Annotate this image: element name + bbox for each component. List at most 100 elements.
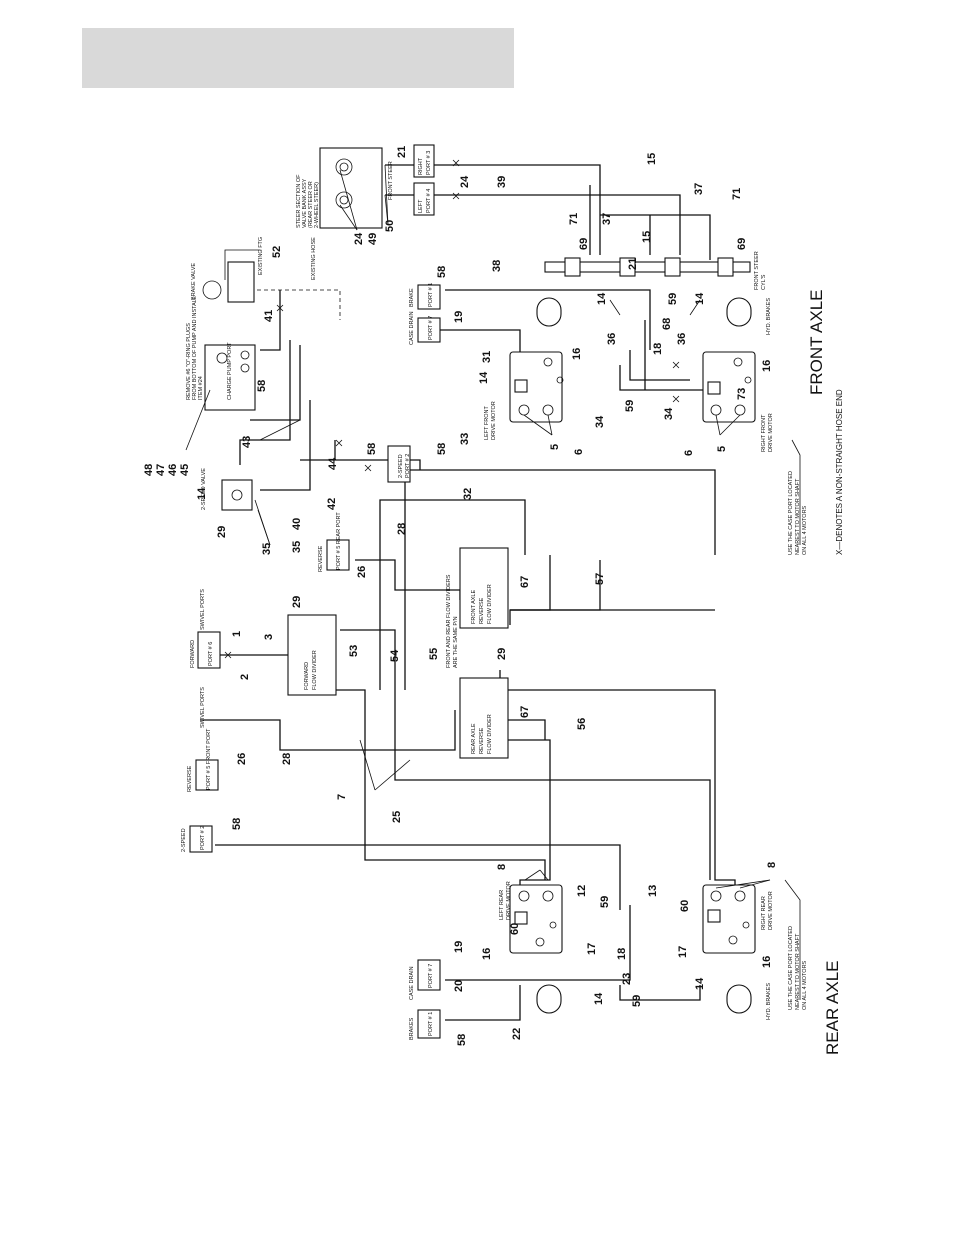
callout-24b: 24 xyxy=(459,175,471,188)
left-front-motor-2: DRIVE MOTOR xyxy=(491,401,497,440)
left-steer-title: LEFT xyxy=(418,199,424,213)
callout-69b: 69 xyxy=(736,238,748,250)
callout-22: 22 xyxy=(511,1028,523,1040)
two-speed-valve-label: 2-SPEED VALVE xyxy=(201,468,207,510)
case-drain-rear-title: CASE DRAIN xyxy=(409,966,415,1000)
forward-title: FORWARD xyxy=(190,640,196,668)
brakes-rear-title: BRAKES xyxy=(409,1017,415,1040)
callout-19a: 19 xyxy=(453,311,465,323)
callout-37a: 37 xyxy=(601,213,613,225)
callout-6a: 6 xyxy=(573,449,585,455)
brakes-rear-port: PORT # 1 xyxy=(428,1012,434,1036)
callout-71a: 71 xyxy=(568,213,580,225)
rear-divider-line-1: REAR AXLE xyxy=(471,723,477,754)
x-denotes-note: X—DENOTES A NON-STRAIGHT HOSE END xyxy=(835,389,844,555)
callout-31: 31 xyxy=(481,351,493,363)
callout-58b: 58 xyxy=(256,380,268,392)
callout-67a: 67 xyxy=(519,576,531,588)
two-speed-rear-title: 2-SPEED xyxy=(181,828,187,852)
callout-36a: 36 xyxy=(606,333,618,345)
case-drain-front-port: PORT # 7 xyxy=(428,316,434,340)
case-note-2-line-3: ON ALL 4 MOTORS xyxy=(802,960,808,1010)
callout-17b: 17 xyxy=(677,946,689,958)
rear-axle-label: REAR AXLE xyxy=(823,961,842,1056)
callout-50: 50 xyxy=(384,220,396,232)
case-note-1-line-3: ON ALL 4 MOTORS xyxy=(802,505,808,555)
callout-73: 73 xyxy=(736,388,748,400)
callout-16b: 16 xyxy=(761,360,773,372)
callout-35a: 35 xyxy=(261,543,273,555)
brake-valve-label: BRAKE VALVE xyxy=(191,263,197,300)
port-boxes xyxy=(189,144,441,1039)
callout-1: 1 xyxy=(231,631,243,637)
callout-49: 49 xyxy=(367,233,379,245)
front-steer-label: FRONT STEER xyxy=(388,161,394,200)
forward-port: PORT # 6 xyxy=(208,642,214,666)
case-note-2-line-1: USE THE CASE PORT LOCATED xyxy=(788,926,794,1010)
callout-37b: 37 xyxy=(693,183,705,195)
callout-16c: 16 xyxy=(481,948,493,960)
callout-58d: 58 xyxy=(436,443,448,455)
leader-lines xyxy=(254,164,771,889)
callout-8a: 8 xyxy=(496,864,508,870)
callout-5b: 5 xyxy=(716,446,728,452)
left-steer-port: PORT # 4 xyxy=(426,189,432,213)
hose-end-markers xyxy=(224,159,680,659)
callout-14c: 14 xyxy=(694,292,706,305)
right-front-motor-1: RIGHT FRONT xyxy=(761,414,767,452)
steer-section-3: (REAR STEER OR xyxy=(308,181,314,228)
right-front-motor-2: DRIVE MOTOR xyxy=(768,413,774,452)
notes: X—DENOTES A NON-STRAIGHT HOSE END USE TH… xyxy=(784,389,844,1010)
steer-valve: STEER SECTION OF VALVE BANK ASSY (REAR S… xyxy=(296,147,394,229)
case-drain-front-title: CASE DRAIN xyxy=(409,311,415,345)
case-note-2-line-2: NEAREST TO MOTOR SHAFT xyxy=(795,933,801,1010)
callout-36b: 36 xyxy=(676,333,688,345)
callout-60a: 60 xyxy=(509,923,521,935)
reverse-front-port: PORT # 5 REAR PORT xyxy=(336,512,342,570)
callout-26a: 26 xyxy=(356,566,368,578)
callout-28b: 28 xyxy=(281,753,293,765)
callout-14b: 14 xyxy=(596,292,608,305)
front-divider-line-3: FLOW DIVIDER xyxy=(487,584,493,624)
two-speed-front-port: PORT # 2 xyxy=(405,454,411,478)
callout-54: 54 xyxy=(389,649,401,662)
install-note-1: REMOVE #6 "O"-RING PLUGS xyxy=(186,323,192,400)
callout-69a: 69 xyxy=(578,238,590,250)
callout-24a: 24 xyxy=(353,232,365,245)
callout-29c: 29 xyxy=(496,648,508,660)
callout-18b: 18 xyxy=(616,948,628,960)
callout-59b: 59 xyxy=(624,400,636,412)
callout-55: 55 xyxy=(428,648,440,660)
callout-47: 47 xyxy=(155,464,167,476)
callout-18a: 18 xyxy=(652,343,664,355)
callout-58c: 58 xyxy=(366,443,378,455)
axle-labels: FRONT AXLE REAR AXLE xyxy=(807,290,842,1056)
callout-25: 25 xyxy=(391,811,403,823)
hyd-brakes-front: HYD. BRAKES xyxy=(766,298,772,335)
reverse-rear-title: REVERSE xyxy=(187,765,193,792)
callout-21b: 21 xyxy=(627,258,639,270)
divider-note-2: ARE THE SAME P/N xyxy=(453,616,459,668)
callout-45: 45 xyxy=(179,464,191,476)
callout-58a: 58 xyxy=(436,266,448,278)
callout-15b: 15 xyxy=(641,231,653,243)
callout-48: 48 xyxy=(143,464,155,476)
callout-7: 7 xyxy=(336,794,348,800)
brake-port-front-port: PORT # 1 xyxy=(428,283,434,307)
callout-39: 39 xyxy=(496,176,508,188)
callout-56: 56 xyxy=(576,718,588,730)
pump-port-label: CHARGE PUMP PORT xyxy=(227,342,233,400)
existing-ftg-label: EXISTING FTG xyxy=(258,237,264,275)
front-axle-label: FRONT AXLE xyxy=(807,290,826,396)
two-speed-valve: 2-SPEED VALVE xyxy=(201,468,253,511)
callout-21a: 21 xyxy=(396,146,408,158)
two-speed-front-title: 2-SPEED xyxy=(398,454,404,478)
rear-divider-line-3: FLOW DIVIDER xyxy=(487,714,493,754)
callout-67b: 67 xyxy=(519,706,531,718)
right-steer-title: RIGHT xyxy=(418,157,424,175)
callout-32: 32 xyxy=(462,488,474,500)
header-gray-bar xyxy=(82,28,514,88)
port-labels: BRAKE PORT # 1 CASE DRAIN PORT # 7 2-SPE… xyxy=(181,151,434,1040)
callout-3: 3 xyxy=(263,634,275,640)
front-divider-line-1: FRONT AXLE xyxy=(471,590,477,624)
